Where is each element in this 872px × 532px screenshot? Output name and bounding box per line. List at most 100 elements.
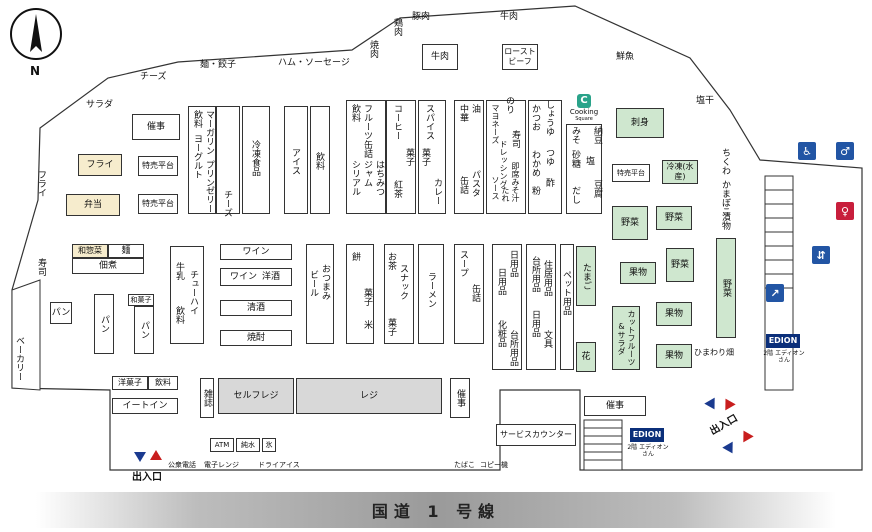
shelf-daily-1 — [492, 244, 522, 370]
aisle-b22: 化粧品 — [496, 320, 506, 347]
aisle-a7: 冷凍食品 — [250, 140, 260, 176]
shelf-ice — [284, 106, 308, 214]
shelf-tea — [384, 244, 414, 344]
aisle-b17: ラーメン — [426, 272, 436, 308]
shelf-coffee — [386, 100, 416, 214]
wagashi: 和菓子 — [128, 294, 154, 306]
pan-2: パン — [94, 294, 114, 354]
aisle-b9: ビール — [308, 270, 318, 297]
perimeter-vegetables: 野菜 — [716, 238, 736, 338]
aisle-a9: 飲料 — [314, 152, 324, 170]
aisle-a21: 中華 — [458, 104, 468, 122]
road-label: 国道 1 号線 — [371, 502, 501, 521]
aisle-a23: 油 — [470, 104, 480, 113]
shelf-drink-fruit — [346, 100, 386, 214]
dry-ice: ドライアイス — [258, 461, 300, 469]
aisle-a41: 納豆 — [592, 126, 602, 144]
aisle-a24: パスタ — [470, 170, 480, 197]
aisle-a30: 即席みそ汁 — [511, 162, 520, 202]
perimeter-cheese: チーズ — [140, 72, 167, 82]
north-label: N — [30, 64, 41, 78]
aisle-a39: だし — [570, 186, 580, 204]
aisle-a31: たれ — [501, 186, 510, 202]
aisle-a12: シリアル — [350, 160, 360, 196]
perimeter-noodle-gyoza: 麺・餃子 — [200, 60, 237, 70]
aisle-a14: はちみつ — [374, 160, 384, 196]
perimeter-fry: フライ — [36, 170, 46, 197]
aisle-a19: カレー — [432, 178, 442, 205]
shelf-milk — [170, 246, 204, 344]
perimeter-sushi: 寿司 — [36, 258, 46, 276]
saiji-right: 催事 — [584, 396, 646, 416]
elevator-icon: ⇵ — [812, 246, 830, 264]
aisle-b2: チューハイ — [188, 270, 198, 315]
edion-note-bottom: 2階 エディオンさん — [627, 444, 669, 458]
fry-section: フライ — [78, 154, 122, 176]
perimeter-tsukemono: 漬物 — [720, 212, 730, 230]
aisle-b24: 日用品 — [530, 310, 540, 337]
aisle-b12: 菓子 — [362, 288, 372, 306]
aisle-a1: 飲料 — [192, 110, 202, 128]
aisle-a37: みそ — [570, 126, 580, 144]
reitou-suisan: 冷凍(水産) — [662, 160, 698, 184]
pan-1: パン — [50, 302, 72, 324]
aisle-b3: 飲料 — [174, 306, 184, 324]
mens-restroom-icon: ♂ — [836, 142, 854, 160]
aisle-a6: チーズ — [222, 190, 232, 217]
perimeter-chicken: 鶏肉 — [392, 18, 402, 36]
cut-fruit: カットフルーツ&サラダ — [612, 306, 640, 370]
aisle-a10: 飲料 — [350, 104, 360, 122]
aisle-b10: おつまみ — [320, 264, 330, 300]
aisle-a29: ソース — [491, 176, 500, 200]
perimeter-sengyo: 鮮魚 — [616, 52, 635, 62]
shelf-ramen — [418, 244, 444, 344]
aisle-b14: お茶 — [386, 252, 396, 270]
aisle-a4: プリン — [204, 160, 214, 187]
sashimi: 刺身 — [616, 108, 664, 138]
perimeter-pork: 豚肉 — [412, 12, 431, 22]
entrance-left[interactable]: 出入口 — [132, 472, 162, 483]
stairs-bottom — [583, 419, 623, 471]
aisle-a11: フルーツ缶詰 — [362, 104, 372, 158]
kudamono-1: 果物 — [620, 262, 656, 284]
aisle-a20: 菓子 — [420, 148, 430, 166]
atm: ATM — [210, 438, 234, 452]
aisle-a40: 塩 — [584, 156, 594, 165]
aisle-a26: のり — [504, 96, 514, 114]
aisle-a17: 菓子 — [404, 148, 414, 166]
copy-machine: コピー機 — [480, 461, 508, 469]
eat-in: イートイン — [112, 398, 178, 414]
compass-icon — [10, 8, 62, 60]
ice: 氷 — [262, 438, 276, 452]
entry-arrow-icon — [150, 450, 162, 460]
yasai-1: 野菜 — [612, 206, 648, 240]
shelf-beer — [306, 244, 334, 344]
wasouzai-section: 和惣菜 — [72, 244, 108, 258]
aisle-b5: ワイン — [230, 272, 258, 282]
cooking-title: Cooking — [569, 108, 599, 116]
shelf-cheese — [216, 106, 240, 214]
perimeter-yakiniku: 焼肉 — [368, 40, 378, 58]
aisle-a38: 砂糖 — [570, 150, 580, 168]
aisle-a8: アイス — [290, 148, 300, 175]
perimeter-kamaboko: かまぼこ — [720, 180, 730, 216]
aisle-a2: ヨーグルト — [192, 134, 202, 179]
aisle-b7: 清酒 — [220, 300, 292, 316]
womens-restroom-icon: ♀ — [836, 202, 854, 220]
shelf-daily-2 — [526, 244, 556, 370]
shelf-mochi — [346, 244, 374, 344]
aisle-b13: 米 — [362, 320, 372, 329]
aisle-b20: 日用品 — [496, 268, 506, 295]
shelf-wine — [220, 268, 292, 286]
aisle-a32: かつお — [530, 104, 540, 131]
kudamono-3: 果物 — [656, 344, 692, 368]
roast-beef-box: ローストビーフ — [502, 44, 538, 70]
wheelchair-icon: ♿ — [798, 142, 816, 160]
aisle-b28: ペット用品 — [561, 270, 571, 315]
aisle-b11: 餅 — [350, 252, 360, 261]
perimeter-beef: 牛肉 — [500, 12, 519, 22]
men-section: 麺 — [108, 244, 144, 258]
shelf-dairy-1 — [188, 106, 216, 214]
aisle-a42: 豆腐 — [592, 180, 602, 198]
himawari-label: ひまわり畑 — [694, 348, 734, 357]
